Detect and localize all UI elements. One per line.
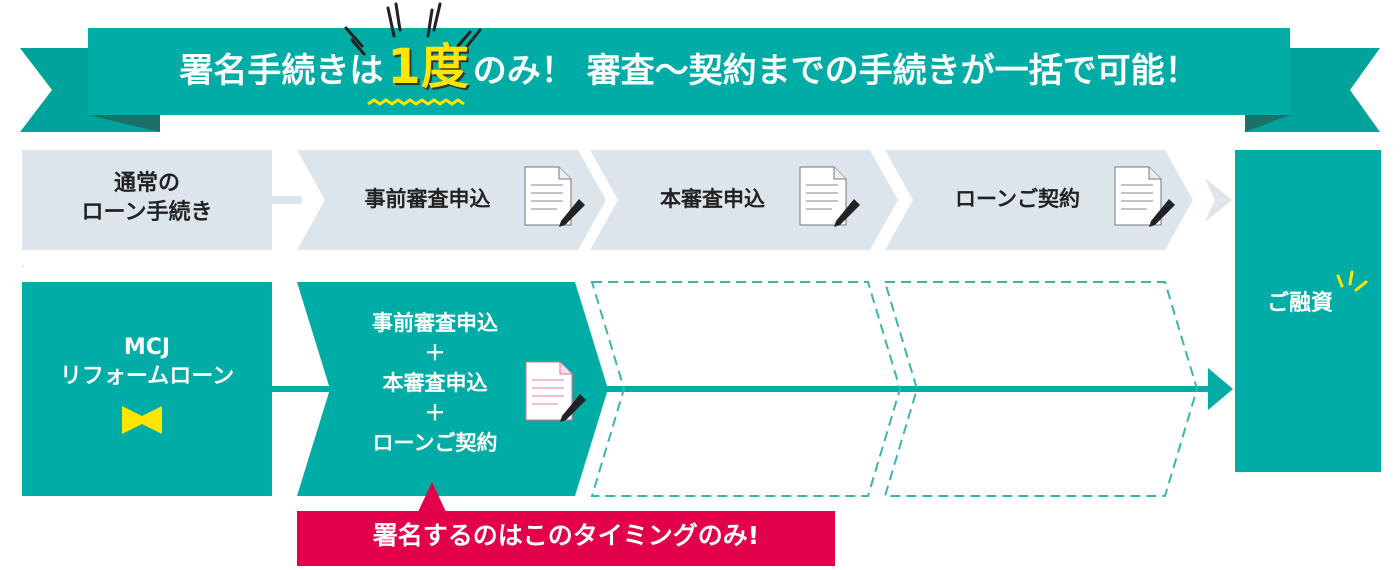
normal-step-1: 事前審査申込 xyxy=(364,187,491,211)
normal-step-3: ローンご契約 xyxy=(955,187,1080,211)
wavy-underline xyxy=(367,98,465,106)
mcj-combined-step xyxy=(297,282,608,496)
banner-highlight: 1度 xyxy=(387,39,469,95)
mcj-label-line2: リフォームローン xyxy=(59,363,235,389)
document-pencil-icon xyxy=(1114,166,1175,227)
mcj-combined-step-text: 事前審査申込 ＋ 本審査申込 ＋ ローンご契約 xyxy=(330,308,540,458)
mcj-label-box xyxy=(22,282,272,496)
mcj-step-plus: ＋ xyxy=(424,341,446,365)
banner xyxy=(88,28,1290,115)
mcj-step-line: 事前審査申込 xyxy=(372,311,498,335)
callout-box xyxy=(297,511,835,566)
banner-after: のみ！ 審査〜契約までの手続きが一括で可能！ xyxy=(472,51,1199,92)
banner-right-fold xyxy=(1245,115,1290,132)
callout-pointer xyxy=(418,482,446,512)
mcj-label-line1: MCJ xyxy=(123,335,171,360)
mcj-step-line: 本審査申込 xyxy=(382,371,488,395)
normal-label-box xyxy=(22,150,272,250)
document-pencil-icon xyxy=(524,166,585,227)
bowtie-icon xyxy=(122,406,162,434)
mcj-step-plus: ＋ xyxy=(424,401,446,425)
normal-arrow-icon xyxy=(1205,178,1232,222)
banner-before: 署名手続きは xyxy=(179,51,384,92)
normal-step-2: 本審査申込 xyxy=(660,187,765,211)
sparkle-icon xyxy=(1336,270,1368,292)
document-pencil-icon xyxy=(799,166,860,227)
final-box xyxy=(1235,150,1381,472)
normal-label: 通常の ローン手続き xyxy=(22,170,272,227)
mcj-label: MCJ リフォームローン xyxy=(22,334,272,391)
document-pencil-icon xyxy=(525,361,586,422)
normal-label-line1: 通常の xyxy=(113,171,180,196)
mcj-arrow-icon xyxy=(1208,368,1233,410)
banner-left-fold xyxy=(88,115,160,132)
skipped-step-2 xyxy=(883,281,1199,497)
emphasis-burst-icon xyxy=(344,2,482,56)
banner-headline: 署名手続きは 1度 のみ！ 審査〜契約までの手続きが一括で可能！ xyxy=(88,39,1290,102)
callout-text: 署名するのはこのタイミングのみ! xyxy=(372,521,760,550)
normal-label-line2: ローン手続き xyxy=(81,199,213,225)
skipped-step-1 xyxy=(590,281,902,497)
final-label: ご融資 xyxy=(1266,291,1333,316)
mcj-step-line: ローンご契約 xyxy=(372,431,498,455)
